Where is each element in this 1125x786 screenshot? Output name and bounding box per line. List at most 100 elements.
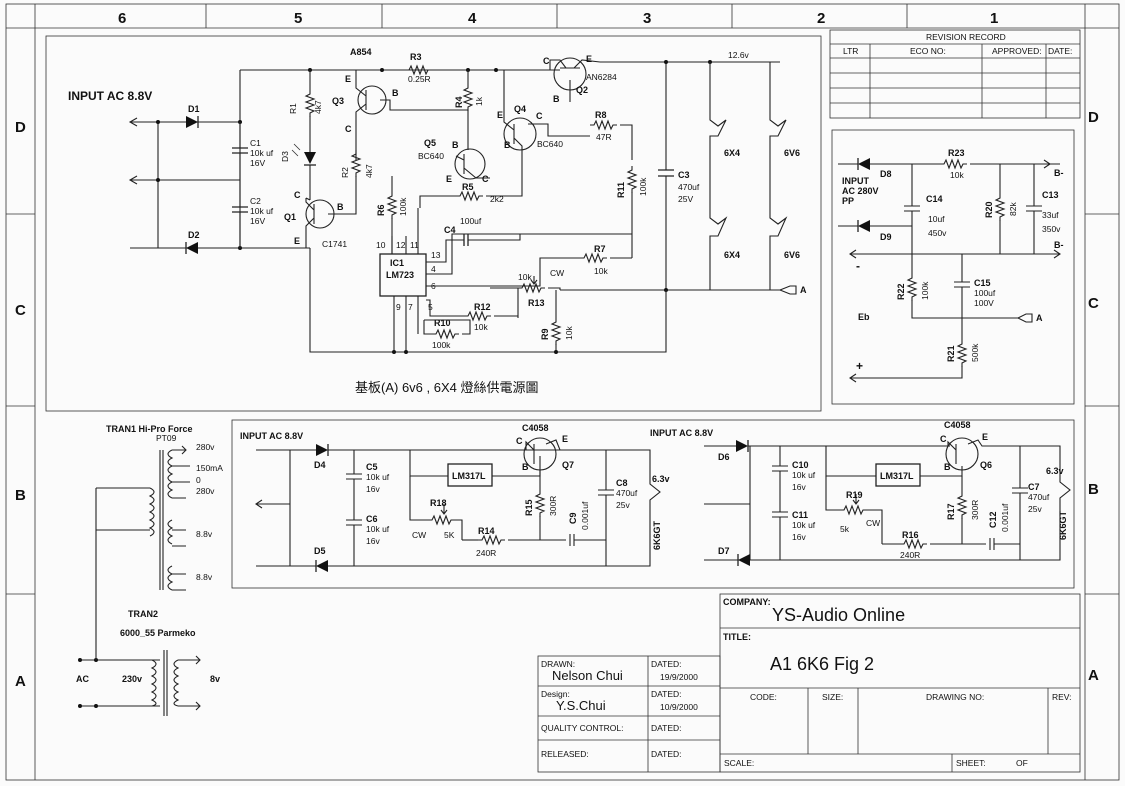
c11-label: C11 [792, 510, 808, 520]
size-label: SIZE: [822, 692, 843, 702]
r18-label: R18 [430, 498, 447, 508]
c8-label: C8 [616, 478, 628, 488]
d1-label: D1 [188, 104, 200, 114]
c14-value: 10uf [928, 214, 945, 224]
dated3-label: DATED: [651, 723, 682, 733]
code-label: CODE: [750, 692, 777, 702]
r15-label: R15 [524, 499, 534, 516]
hv-input-2: AC 280V [842, 186, 879, 196]
drawing-title: A1 6K6 Fig 2 [770, 654, 874, 674]
r19-label: R19 [846, 490, 863, 500]
c10-label: C10 [792, 460, 809, 470]
r19-value: 5k [840, 524, 850, 534]
hv-circuit-panel: INPUT AC 280V PP D8 D9 R23 10k B- C14 10… [831, 129, 1075, 405]
c5-value: 10k uf [366, 472, 390, 482]
q7-label: Q7 [562, 460, 574, 470]
c10-value: 10k uf [792, 470, 816, 480]
revision-header-ltr: LTR [843, 46, 858, 56]
q2-part: AN6284 [586, 72, 617, 82]
zone-columns: 6 5 4 3 2 1 [118, 10, 998, 27]
q7-b: B [522, 462, 529, 472]
q1-label: Q1 [284, 212, 296, 222]
fl-output: 6.3v [652, 474, 670, 484]
fr-regulator: LM317L [880, 471, 914, 481]
tran1-part: PT09 [156, 433, 177, 443]
c3-value: 470uf [678, 182, 700, 192]
r11-label: R11 [616, 182, 626, 198]
c3-label: C3 [678, 170, 690, 180]
tube-6x4-bottom: 6X4 [724, 250, 740, 260]
revision-header-date: DATE: [1048, 46, 1072, 56]
q4-e: E [497, 110, 503, 120]
q6-e: E [982, 432, 988, 442]
q3-b: B [392, 88, 399, 98]
dated4-label: DATED: [651, 749, 682, 759]
c15-value: 100uf [974, 288, 996, 298]
sheet-frame [5, 3, 1120, 781]
of-label: OF [1016, 758, 1028, 768]
fr-output: 6.3v [1046, 466, 1064, 476]
c13-value: 33uf [1042, 210, 1059, 220]
tran2-secondary: 8v [210, 674, 220, 684]
q2-c: C [543, 56, 550, 66]
r16-label: R16 [902, 530, 919, 540]
q7-part: C4058 [522, 423, 549, 433]
c5-label: C5 [366, 462, 378, 472]
r1-value: 4k7 [313, 100, 323, 114]
drawn-label: DRAWN: [541, 659, 575, 669]
fr-input-label: INPUT AC 8.8V [650, 428, 713, 438]
q6-c: C [940, 434, 947, 444]
r17-value: 300R [970, 500, 980, 520]
q5-e: E [446, 174, 452, 184]
r23-value: 10k [950, 170, 964, 180]
r14-value: 240R [476, 548, 496, 558]
ic1-pin-10: 10 [376, 240, 386, 250]
c4-value: 100uf [460, 216, 482, 226]
c3-voltage: 25V [678, 194, 693, 204]
zone-col-4: 4 [468, 10, 477, 27]
c7-value: 470uf [1028, 492, 1050, 502]
q4-b: B [504, 140, 511, 150]
ic1-pin-13: 13 [431, 250, 441, 260]
r17-label: R17 [946, 503, 956, 520]
fl-tube: 6K6GT [652, 520, 662, 550]
q5-c: C [482, 174, 489, 184]
c15-label: C15 [974, 278, 991, 288]
r1-label: R1 [288, 103, 298, 114]
q4-c: C [536, 111, 543, 121]
r6-value: 100k [398, 197, 408, 216]
q3-part: A854 [350, 47, 372, 57]
r4-label: R4 [454, 96, 464, 108]
title-label: TITLE: [723, 632, 751, 642]
rev-label: REV: [1052, 692, 1072, 702]
revision-table: REVISION RECORD LTR ECO NO: APPROVED: DA… [829, 29, 1081, 119]
c13-label: C13 [1042, 190, 1059, 200]
c8-voltage: 25v [616, 500, 630, 510]
ic1-pin-11: 11 [410, 240, 419, 250]
c1-value: 10k uf [250, 148, 274, 158]
c13-voltage: 350v [1042, 224, 1061, 234]
r6-label: R6 [376, 204, 386, 216]
q1-part: C1741 [322, 239, 347, 249]
c11-voltage: 16v [792, 532, 806, 542]
c2-value: 10k uf [250, 206, 274, 216]
q4-part: BC640 [537, 139, 563, 149]
title-block: COMPANY: YS-Audio Online TITLE: A1 6K6 F… [537, 593, 1081, 773]
tran2-ac: AC [76, 674, 89, 684]
r7-value: 10k [594, 266, 608, 276]
c1-label: C1 [250, 138, 261, 148]
d3-label: D3 [280, 151, 290, 162]
r9-value: 10k [564, 326, 574, 340]
r2-value: 4k7 [364, 164, 374, 178]
scale-label: SCALE: [724, 758, 754, 768]
r5-value: 2k2 [490, 194, 504, 204]
revision-title: REVISION RECORD [926, 32, 1006, 42]
main-circuit-panel: INPUT AC 8.8V 12.6v 基板(A) 6v6 , 6X4 燈絲供電… [45, 35, 822, 412]
fl-regulator: LM317L [452, 471, 486, 481]
tran1-tap-0: 0 [196, 475, 201, 485]
r11-value: 100k [638, 177, 648, 196]
zone-row-a-right: A [1088, 667, 1099, 684]
r20-value: 82k [1008, 202, 1018, 216]
hv-out-b-minus-1: B- [1054, 168, 1064, 178]
